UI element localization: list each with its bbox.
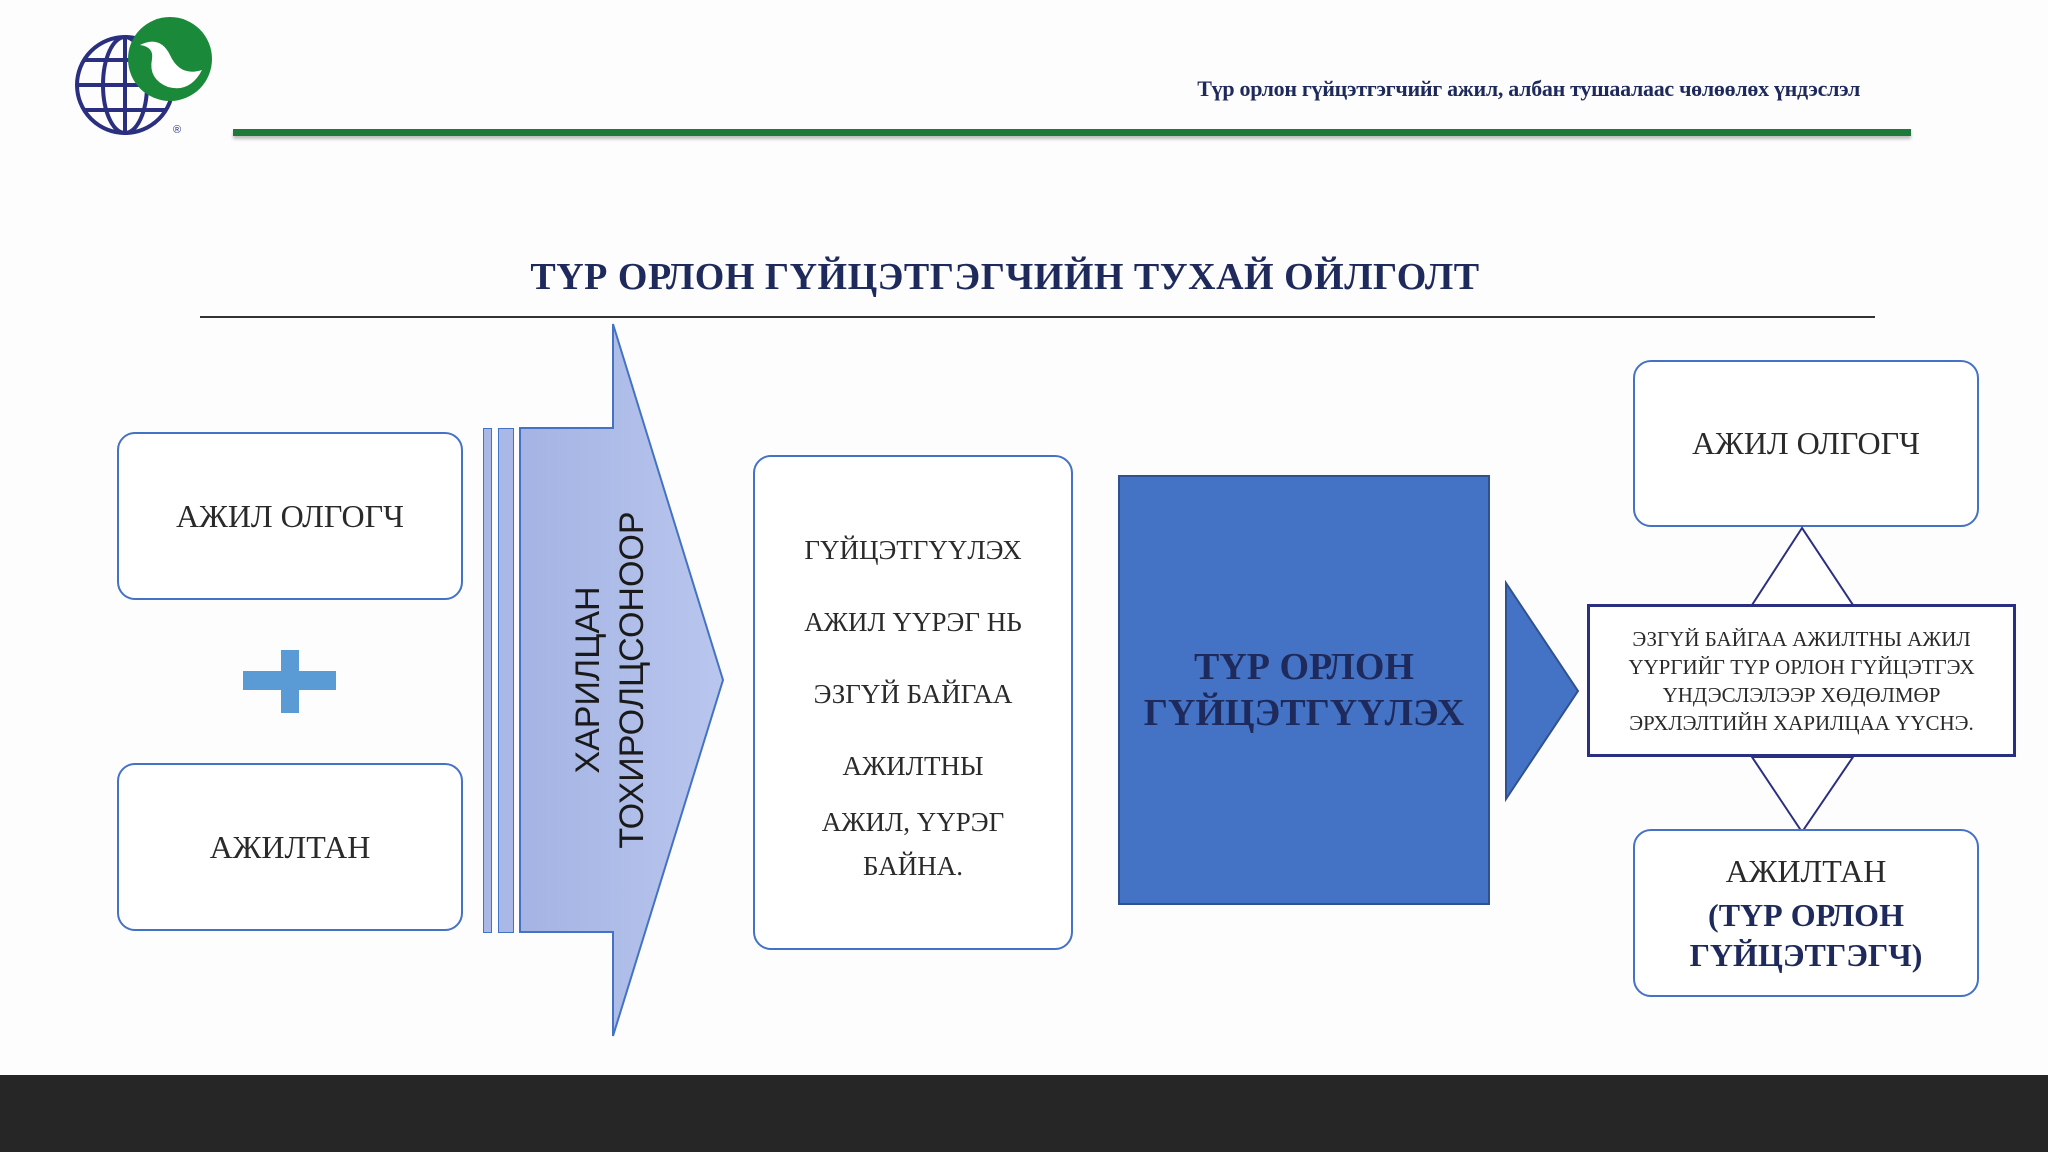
connector-up-triangle: [1750, 526, 1855, 606]
center-line2: ГҮЙЦЭТГҮҮЛЭХ: [1143, 692, 1465, 734]
right-employee-label: АЖИЛТАН: [1725, 853, 1887, 889]
duty-line: АЖИЛ ҮҮРЭГ НЬ: [804, 607, 1022, 637]
bottom-bar: [0, 1075, 2048, 1152]
arrow-label-line1: ХАРИЛЦАН: [569, 586, 607, 774]
header-subtitle: Түр орлон гүйцэтгэгчийг ажил, албан туша…: [1197, 76, 1860, 101]
right-arrow-icon: [1505, 580, 1580, 802]
header-divider: [233, 129, 1911, 136]
employee-role-line2: ГҮЙЦЭТГЭГЧ): [1689, 937, 1923, 973]
arrow-stripe-1: [483, 428, 492, 933]
employer-box: АЖИЛ ОЛГОГЧ: [117, 432, 463, 600]
arrow-stripe-2: [498, 428, 514, 933]
right-employee-box: АЖИЛТАН (ТҮР ОРЛОН ГҮЙЦЭТГЭГЧ): [1633, 829, 1979, 997]
duty-line: АЖИЛТНЫ: [842, 751, 984, 781]
globe-logo-icon: ®: [75, 17, 212, 136]
employer-label: АЖИЛ ОЛГОГЧ: [176, 497, 404, 534]
duty-line: ЭЗГҮЙ БАЙГАА: [813, 679, 1013, 709]
svg-text:®: ®: [173, 124, 181, 136]
right-employer-label: АЖИЛ ОЛГОГЧ: [1692, 425, 1920, 461]
arrow-label-line2: ТОХИРОЛЦСОНООР: [613, 511, 651, 849]
right-employer-box: АЖИЛ ОЛГОГЧ: [1633, 360, 1979, 527]
employee-box: АЖИЛТАН: [117, 763, 463, 931]
duty-line: ГҮЙЦЭТГҮҮЛЭХ: [804, 535, 1022, 565]
employment-relation-box: ЭЗГҮЙ БАЙГАА АЖИЛТНЫ АЖИЛ ҮҮРГИЙГ ТҮР ОР…: [1587, 604, 2016, 757]
employee-role-line1: (ТҮР ОРЛОН: [1708, 897, 1904, 933]
center-line1: ТҮР ОРЛОН: [1193, 646, 1414, 688]
relation-line: ЭРХЛЭЛТИЙН ХАРИЛЦАА ҮҮСНЭ.: [1629, 710, 1974, 735]
plus-icon-bar: [243, 671, 336, 690]
slide: ® Түр орлон гүйцэтгэгчийг ажил, албан ту…: [75, 17, 2016, 1037]
title-divider: [200, 316, 1875, 318]
relation-line: ҮНДЭСЛЭЛЭЭР ХӨДӨЛМӨР: [1662, 682, 1941, 707]
duty-line: БАЙНА.: [863, 851, 963, 881]
agreement-arrow-shape: [519, 323, 725, 1037]
page-title: ТҮР ОРЛОН ГҮЙЦЭТГЭГЧИЙН ТУХАЙ ОЙЛГОЛТ: [530, 256, 1480, 298]
relation-line: ЭЗГҮЙ БАЙГАА АЖИЛТНЫ АЖИЛ: [1632, 626, 1971, 651]
connector-down-triangle: [1750, 756, 1855, 834]
duty-description-box: ГҮЙЦЭТГҮҮЛЭХ АЖИЛ ҮҮРЭГ НЬ ЭЗГҮЙ БАЙГАА …: [753, 455, 1073, 950]
temporary-substitute-box: ТҮР ОРЛОН ГҮЙЦЭТГҮҮЛЭХ: [1118, 475, 1490, 905]
employee-label: АЖИЛТАН: [209, 828, 371, 865]
duty-line: АЖИЛ, ҮҮРЭГ: [821, 807, 1005, 837]
relation-line: ҮҮРГИЙГ ТҮР ОРЛОН ГҮЙЦЭТГЭХ: [1628, 654, 1975, 679]
